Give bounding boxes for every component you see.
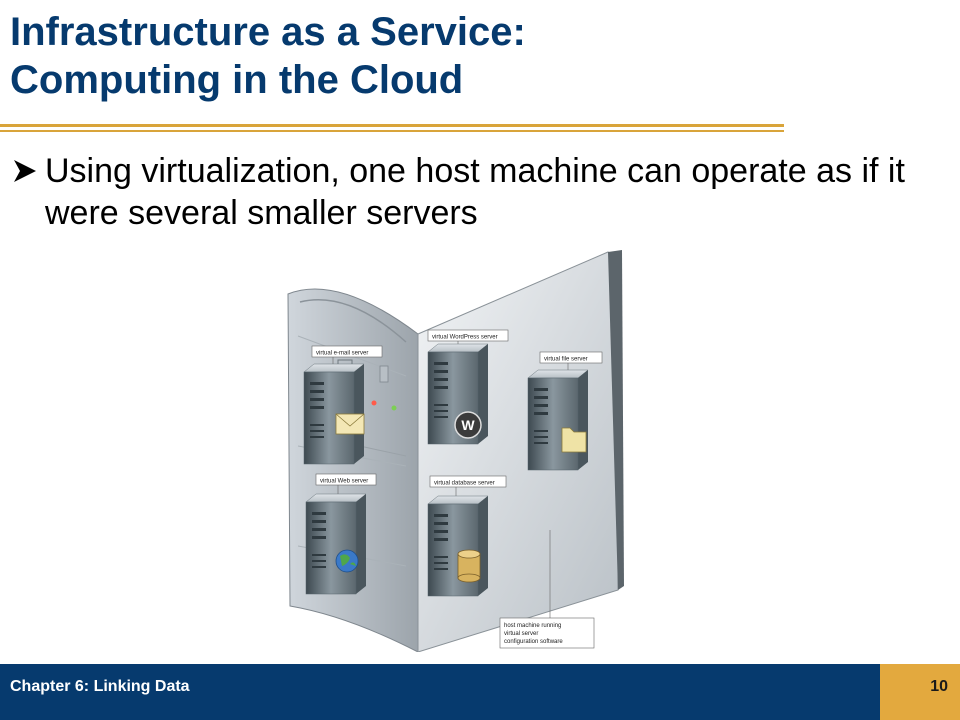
folder-icon [561,427,587,453]
title-line-1: Infrastructure as a Service: [10,10,526,54]
page-number-box: 10 [880,664,960,720]
led-red-icon [371,400,377,406]
wordpress-server-label: virtual WordPress server [432,335,498,341]
chapter-label: Chapter 6: Linking Data [10,678,190,695]
virtual-web-server: virtual Web server [305,473,377,595]
wordpress-logo-icon: W [454,411,482,439]
bullet-text: Using virtualization, one host machine c… [45,152,905,232]
page-title: Infrastructure as a Service: Computing i… [10,8,526,104]
host-label-line-2: virtual server [504,631,538,637]
virtual-database-server: virtual database server [427,475,507,597]
web-server-label: virtual Web server [320,479,368,485]
host-machine-callout: host machine running virtual server conf… [499,530,595,649]
virtualization-diagram: virtual e-mail server virtual WordPress … [287,250,624,652]
database-cylinder-icon [457,549,481,583]
database-server-label: virtual database server [434,481,495,487]
virtual-wordpress-server: virtual WordPress server W [427,329,509,445]
host-label-line-3: configuration software [504,639,563,645]
virtual-email-server: virtual e-mail server [303,345,383,465]
globe-icon [335,549,359,573]
virtual-file-server: virtual file server [527,351,603,471]
page-number: 10 [930,678,948,695]
title-line-2: Computing in the Cloud [10,58,464,102]
svg-text:W: W [461,417,475,433]
host-label-line-1: host machine running [504,623,561,629]
footer-bar: Chapter 6: Linking Data [0,664,880,720]
led-green-icon [391,405,397,411]
envelope-icon [335,413,365,435]
email-server-label: virtual e-mail server [316,351,368,357]
file-server-label: virtual file server [544,357,588,363]
title-divider-top [0,124,784,127]
arrow-bullet-icon [14,160,36,182]
title-divider-bottom [0,130,784,132]
